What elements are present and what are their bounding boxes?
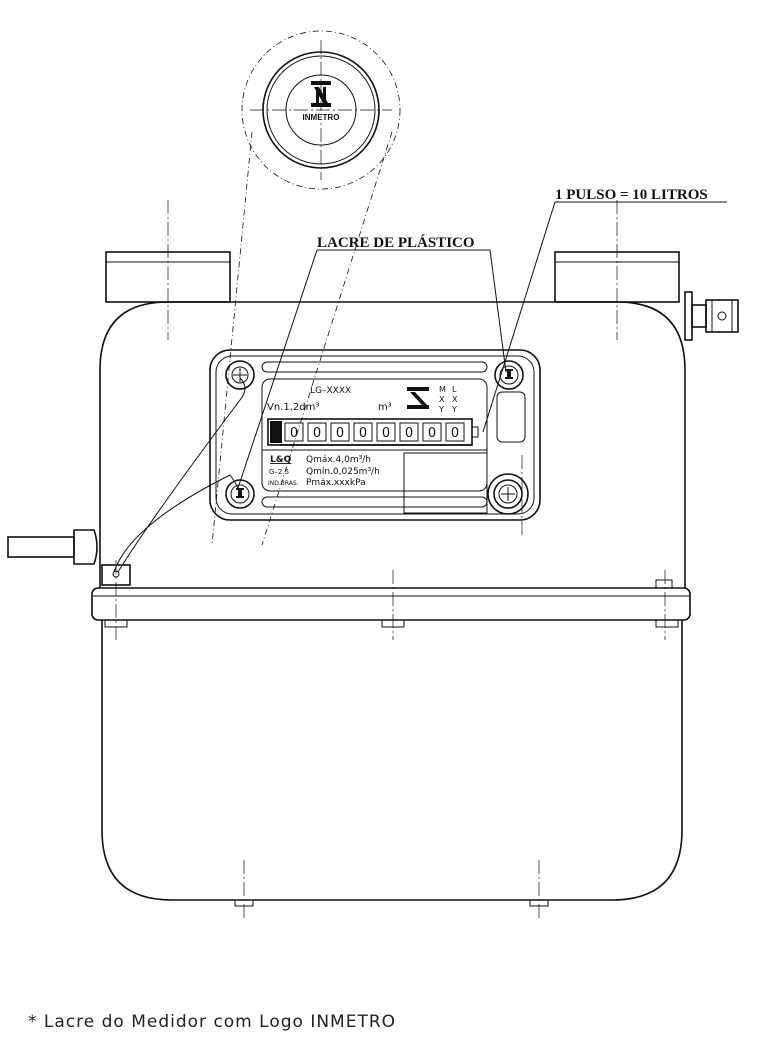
code-text-2: L (452, 385, 457, 394)
pulse-output-connector (684, 291, 739, 341)
class-text: G–2.5 (269, 468, 289, 476)
model-text: LG–XXXX (310, 386, 351, 396)
counter-wheel (376, 422, 396, 442)
seal-screw-bottom-left-icon (225, 479, 255, 509)
counter-digit: 0 (451, 426, 459, 441)
code-text-3: X (439, 395, 445, 404)
origin-text: IND.BRAS. (268, 480, 299, 487)
pulse-leader (482, 201, 556, 433)
unit-text: m³ (378, 402, 392, 413)
seal-leader-right (489, 249, 507, 373)
caption: * Lacre do Medidor com Logo INMETRO (28, 1012, 397, 1032)
counter-digit: 0 (290, 426, 298, 441)
code-text-6: Y (451, 405, 457, 414)
code-text-1: M (439, 385, 446, 394)
pulse-label: 1 PULSO = 10 LITROS (555, 187, 708, 203)
outlet-connector (554, 200, 680, 340)
left-cable (7, 377, 246, 586)
code-text-5: Y (438, 405, 444, 414)
seal-label: LACRE DE PLÁSTICO (317, 234, 475, 251)
inlet-connector (105, 200, 231, 340)
code-text-4: X (452, 395, 458, 404)
counter-digit: 0 (382, 426, 390, 441)
inmetro-logo-icon (302, 81, 340, 121)
counter-wheel (353, 422, 373, 442)
counter-digit: 0 (359, 426, 367, 441)
qmax-text: Qmáx.4,0m³/h (306, 455, 371, 465)
counter-wheel (284, 422, 304, 442)
counter-wheel (422, 422, 442, 442)
counter-digit: 0 (336, 426, 344, 441)
seal-screw-top-right-icon (494, 360, 524, 390)
pmax-text: Pmáx.xxxkPa (306, 478, 366, 488)
counter-wheel (445, 422, 465, 442)
qmin-text: Qmín.0,025m³/h (306, 467, 380, 477)
seal-leader-left (237, 249, 318, 489)
seal-detail-magnified: INMETRO (241, 30, 401, 190)
counter-wheel (399, 422, 419, 442)
counter-digit: 0 (428, 426, 436, 441)
screw-top-left-icon (225, 360, 255, 390)
meter-upper-body (99, 301, 686, 588)
counter-wheel (307, 422, 327, 442)
meter-lower-body (101, 620, 683, 901)
inmetro-seal-text: INMETRO (303, 113, 340, 122)
counter-digit: 0 (405, 426, 413, 441)
inmetro-plate-logo-icon (407, 387, 429, 409)
meter-flange (91, 587, 691, 621)
counter-wheel (330, 422, 350, 442)
brand-text: L&Q (270, 455, 292, 465)
detail-leader-left (211, 131, 253, 546)
volume-text: Vn.1,2dm³ (267, 402, 319, 413)
detail-leader-right (261, 131, 393, 546)
volume-counter (267, 418, 479, 446)
counter-digit: 0 (313, 426, 321, 441)
